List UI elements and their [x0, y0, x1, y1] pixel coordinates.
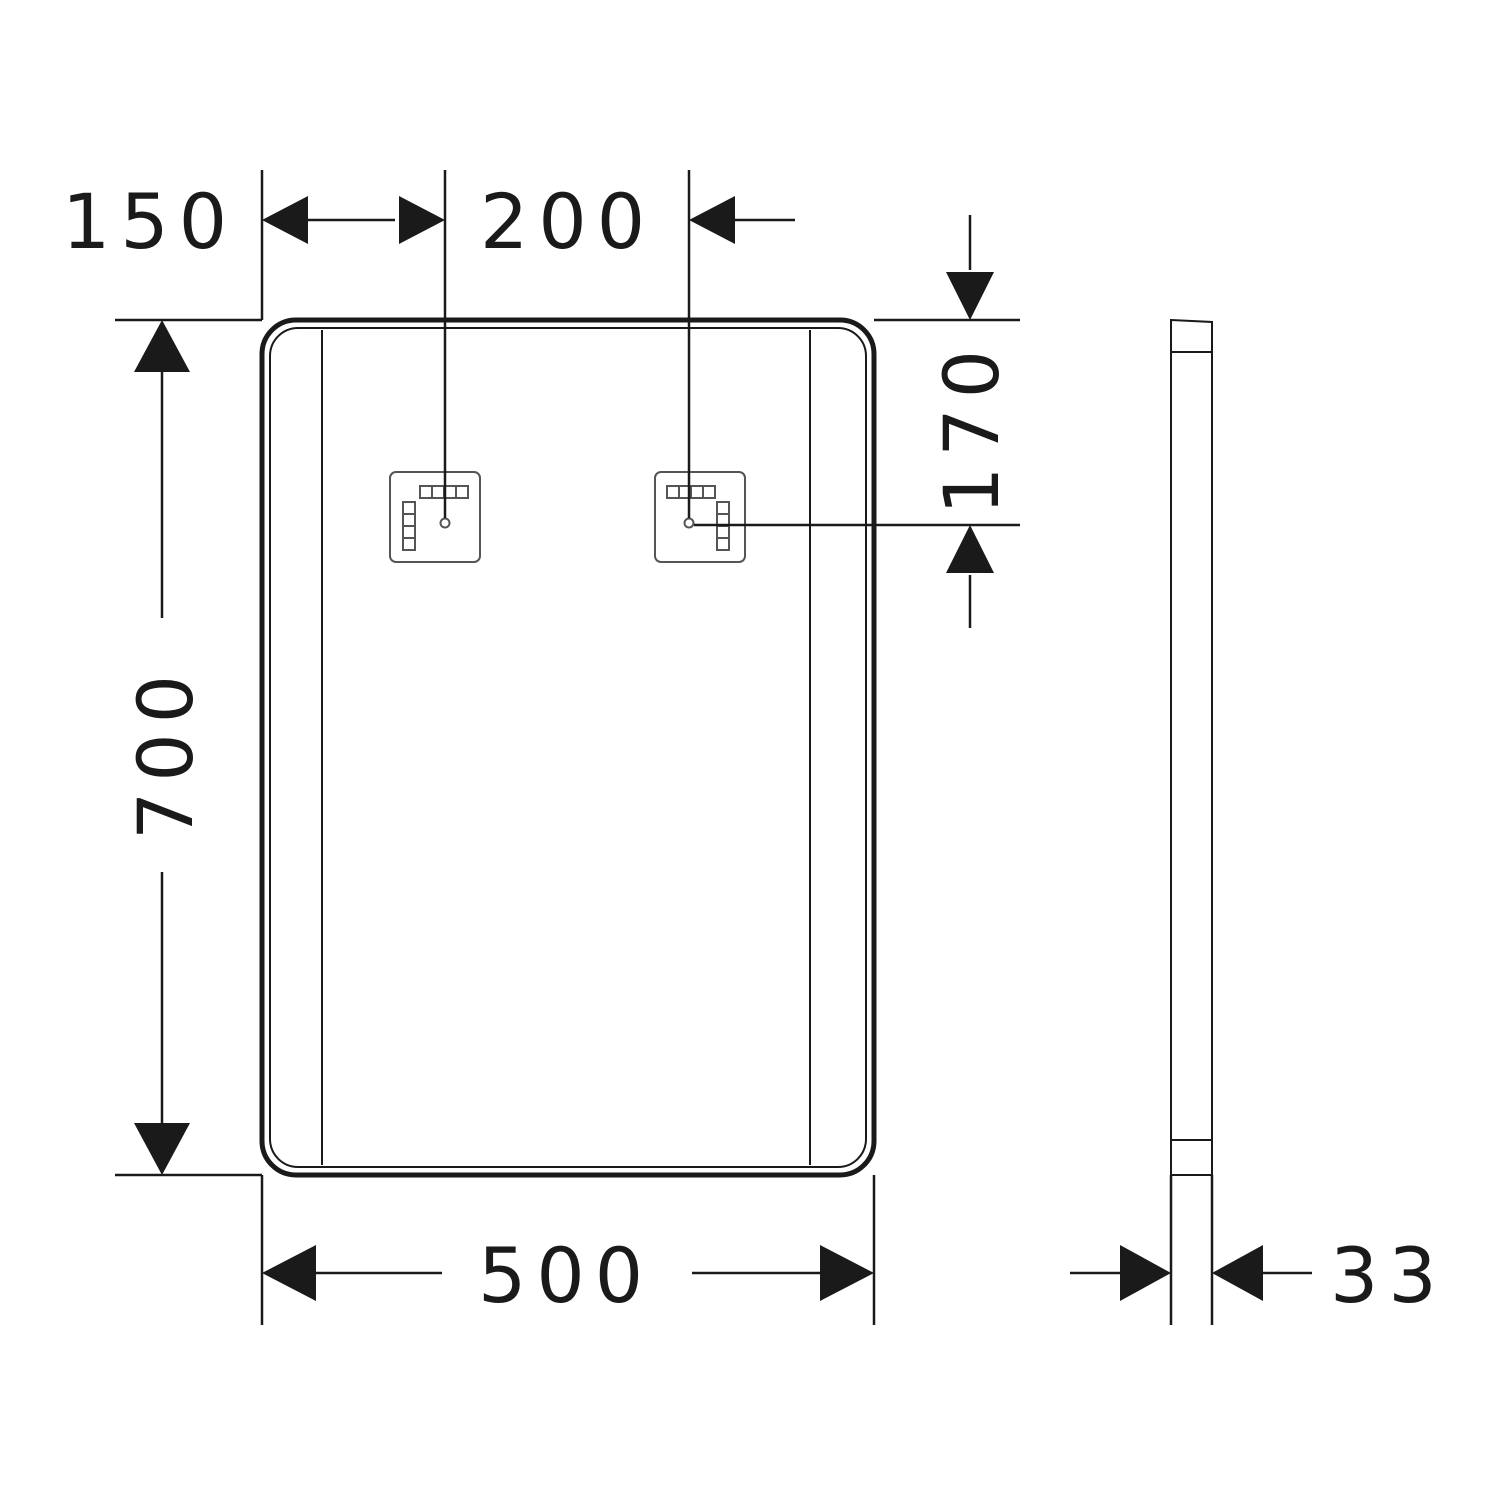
mounting-bracket-right — [654, 471, 746, 563]
dimension-label-33: 33 — [1330, 1231, 1447, 1320]
dimension-label-700: 700 — [121, 665, 210, 840]
dimension-label-170: 170 — [927, 340, 1016, 515]
mounting-bracket-left — [389, 471, 481, 563]
dimension-label-150: 150 — [62, 177, 237, 266]
dimension-label-200: 200 — [480, 177, 655, 266]
mirror-outer-frame — [259, 317, 877, 1178]
dimension-top-offset: 170 — [927, 215, 1016, 628]
dimension-label-500: 500 — [478, 1231, 653, 1320]
dimension-depth: 33 — [1070, 1231, 1447, 1320]
mirror-inner-frame — [269, 327, 867, 1168]
mirror-side-view — [1169, 318, 1214, 1325]
dimension-height: 700 — [121, 320, 210, 1175]
dimension-bracket-spacing: 200 — [480, 177, 795, 266]
dimension-left-offset: 150 — [62, 177, 445, 266]
extension-lines — [115, 170, 1020, 1325]
dimension-width: 500 — [262, 1231, 874, 1320]
mirror-front-view — [259, 317, 877, 1178]
